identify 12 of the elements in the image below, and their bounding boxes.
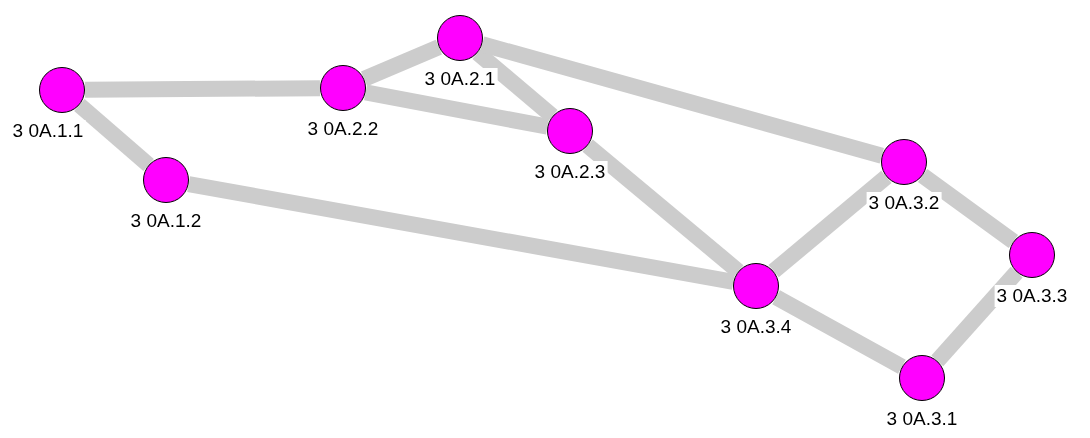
node-label: 3 0A.3.3	[994, 285, 1070, 307]
connector-line	[582, 139, 744, 278]
connector-line	[74, 99, 154, 171]
connector-line	[772, 290, 906, 374]
connector-line	[84, 80, 321, 98]
connector-line	[364, 84, 549, 135]
connector-line	[931, 266, 1023, 367]
connector-line	[361, 39, 442, 87]
connector-line	[187, 176, 735, 290]
connector-line	[480, 36, 884, 164]
connector-line	[917, 169, 1019, 248]
connector-line	[768, 170, 892, 278]
